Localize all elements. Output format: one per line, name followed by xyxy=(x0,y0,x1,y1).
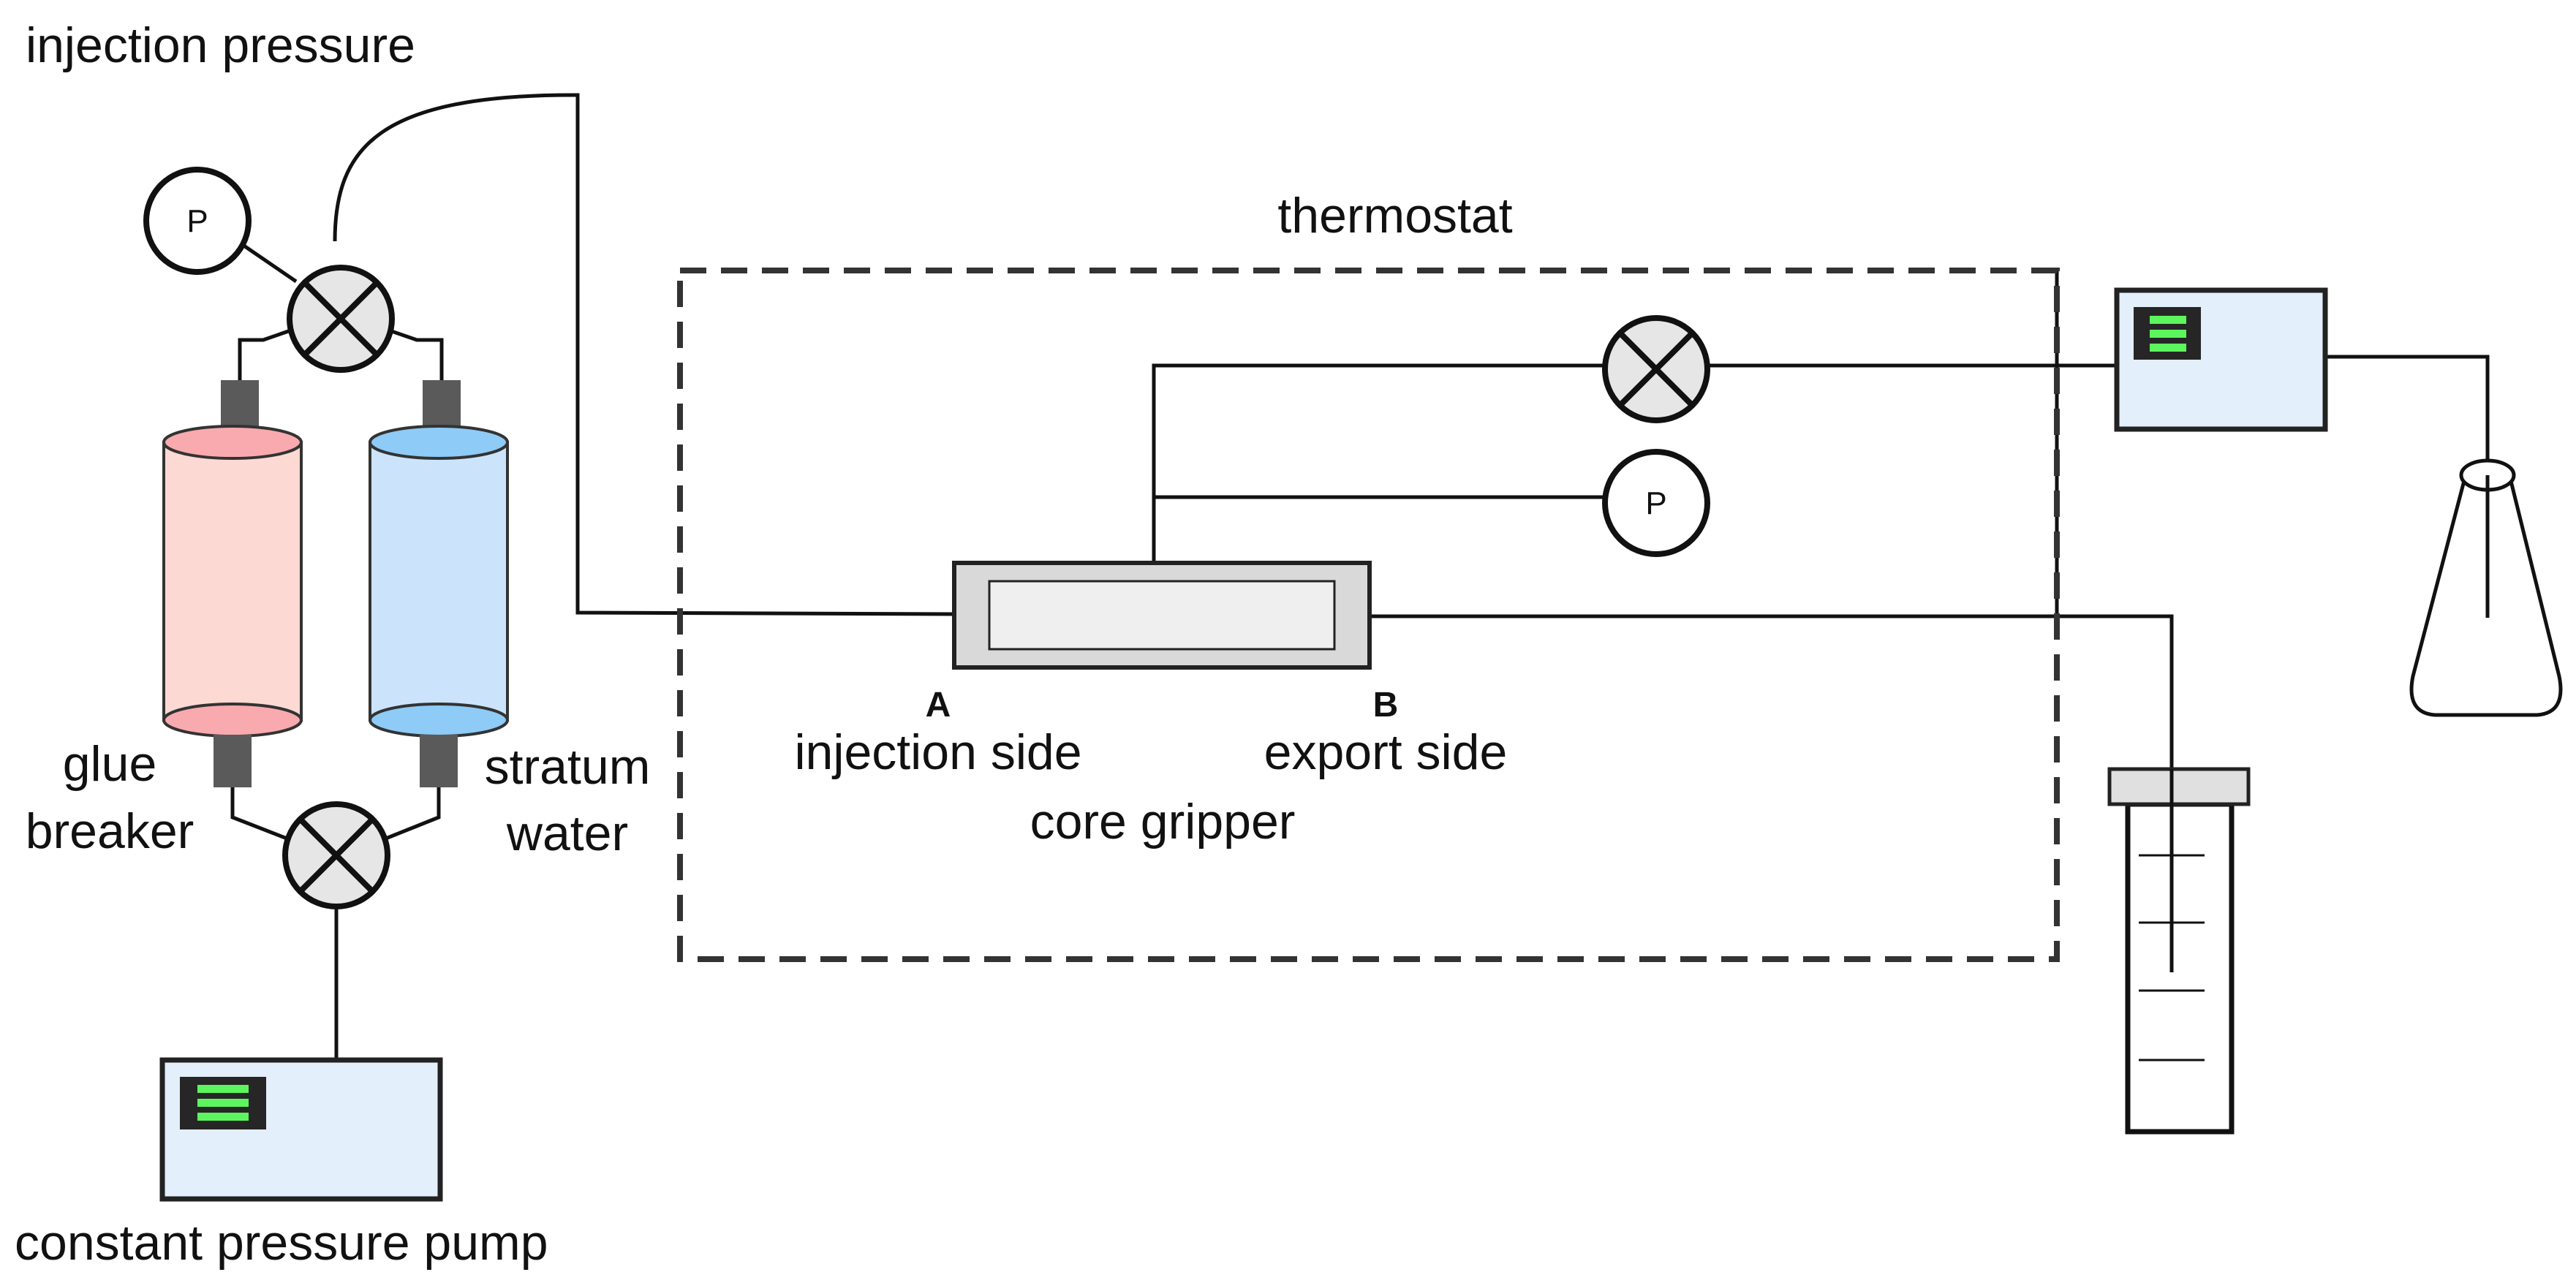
point-b-label: B xyxy=(1373,686,1399,724)
core-gripper-label: core gripper xyxy=(1030,794,1296,849)
constant-pressure-pump xyxy=(159,1057,443,1202)
svg-text:P: P xyxy=(1645,485,1666,521)
breaker-label: breaker xyxy=(26,803,194,859)
injection-line xyxy=(333,93,955,616)
valve-icon xyxy=(1602,315,1710,423)
stratum-label: stratum xyxy=(485,739,651,795)
point-a-label: A xyxy=(926,686,951,724)
pipe-glue-breaker-to-valve xyxy=(230,786,290,841)
svg-text:P: P xyxy=(186,203,208,239)
pressure-gauge-icon: P xyxy=(143,167,252,275)
export-line xyxy=(1367,614,2174,972)
injection-side-label: injection side xyxy=(794,724,1081,780)
pipe-gauge-to-valve xyxy=(241,243,298,284)
export-side-label: export side xyxy=(1264,724,1508,780)
core-gripper xyxy=(952,561,1372,670)
valve-icon xyxy=(287,265,395,373)
pipe-network xyxy=(230,93,2490,1060)
pressure-gauge-icon: P xyxy=(1602,449,1710,557)
measuring-cylinder-icon xyxy=(2107,767,2251,1135)
stratum-water-vessel xyxy=(369,380,509,787)
connector-icon xyxy=(221,380,259,431)
connector-icon xyxy=(420,735,458,787)
thermostat-box xyxy=(677,268,2060,962)
glue-breaker-vessel xyxy=(162,380,303,787)
back-pressure-pump xyxy=(2114,287,2328,432)
pipe-stratum-water-to-valve xyxy=(383,786,441,841)
connector-icon xyxy=(214,735,252,787)
connector-icon xyxy=(423,380,461,431)
thermostat-label: thermostat xyxy=(1277,188,1512,243)
constant-pressure-pump-label: constant pressure pump xyxy=(15,1215,548,1271)
cylinder-cap xyxy=(2107,767,2251,806)
glue-label: glue xyxy=(63,736,157,792)
injection-pressure-label: injection pressure xyxy=(26,18,415,73)
pipe-core-branch-vertical xyxy=(1152,363,1605,563)
valve-icon xyxy=(282,801,390,909)
conical-flask-icon xyxy=(2409,458,2563,717)
water-label: water xyxy=(506,806,628,861)
